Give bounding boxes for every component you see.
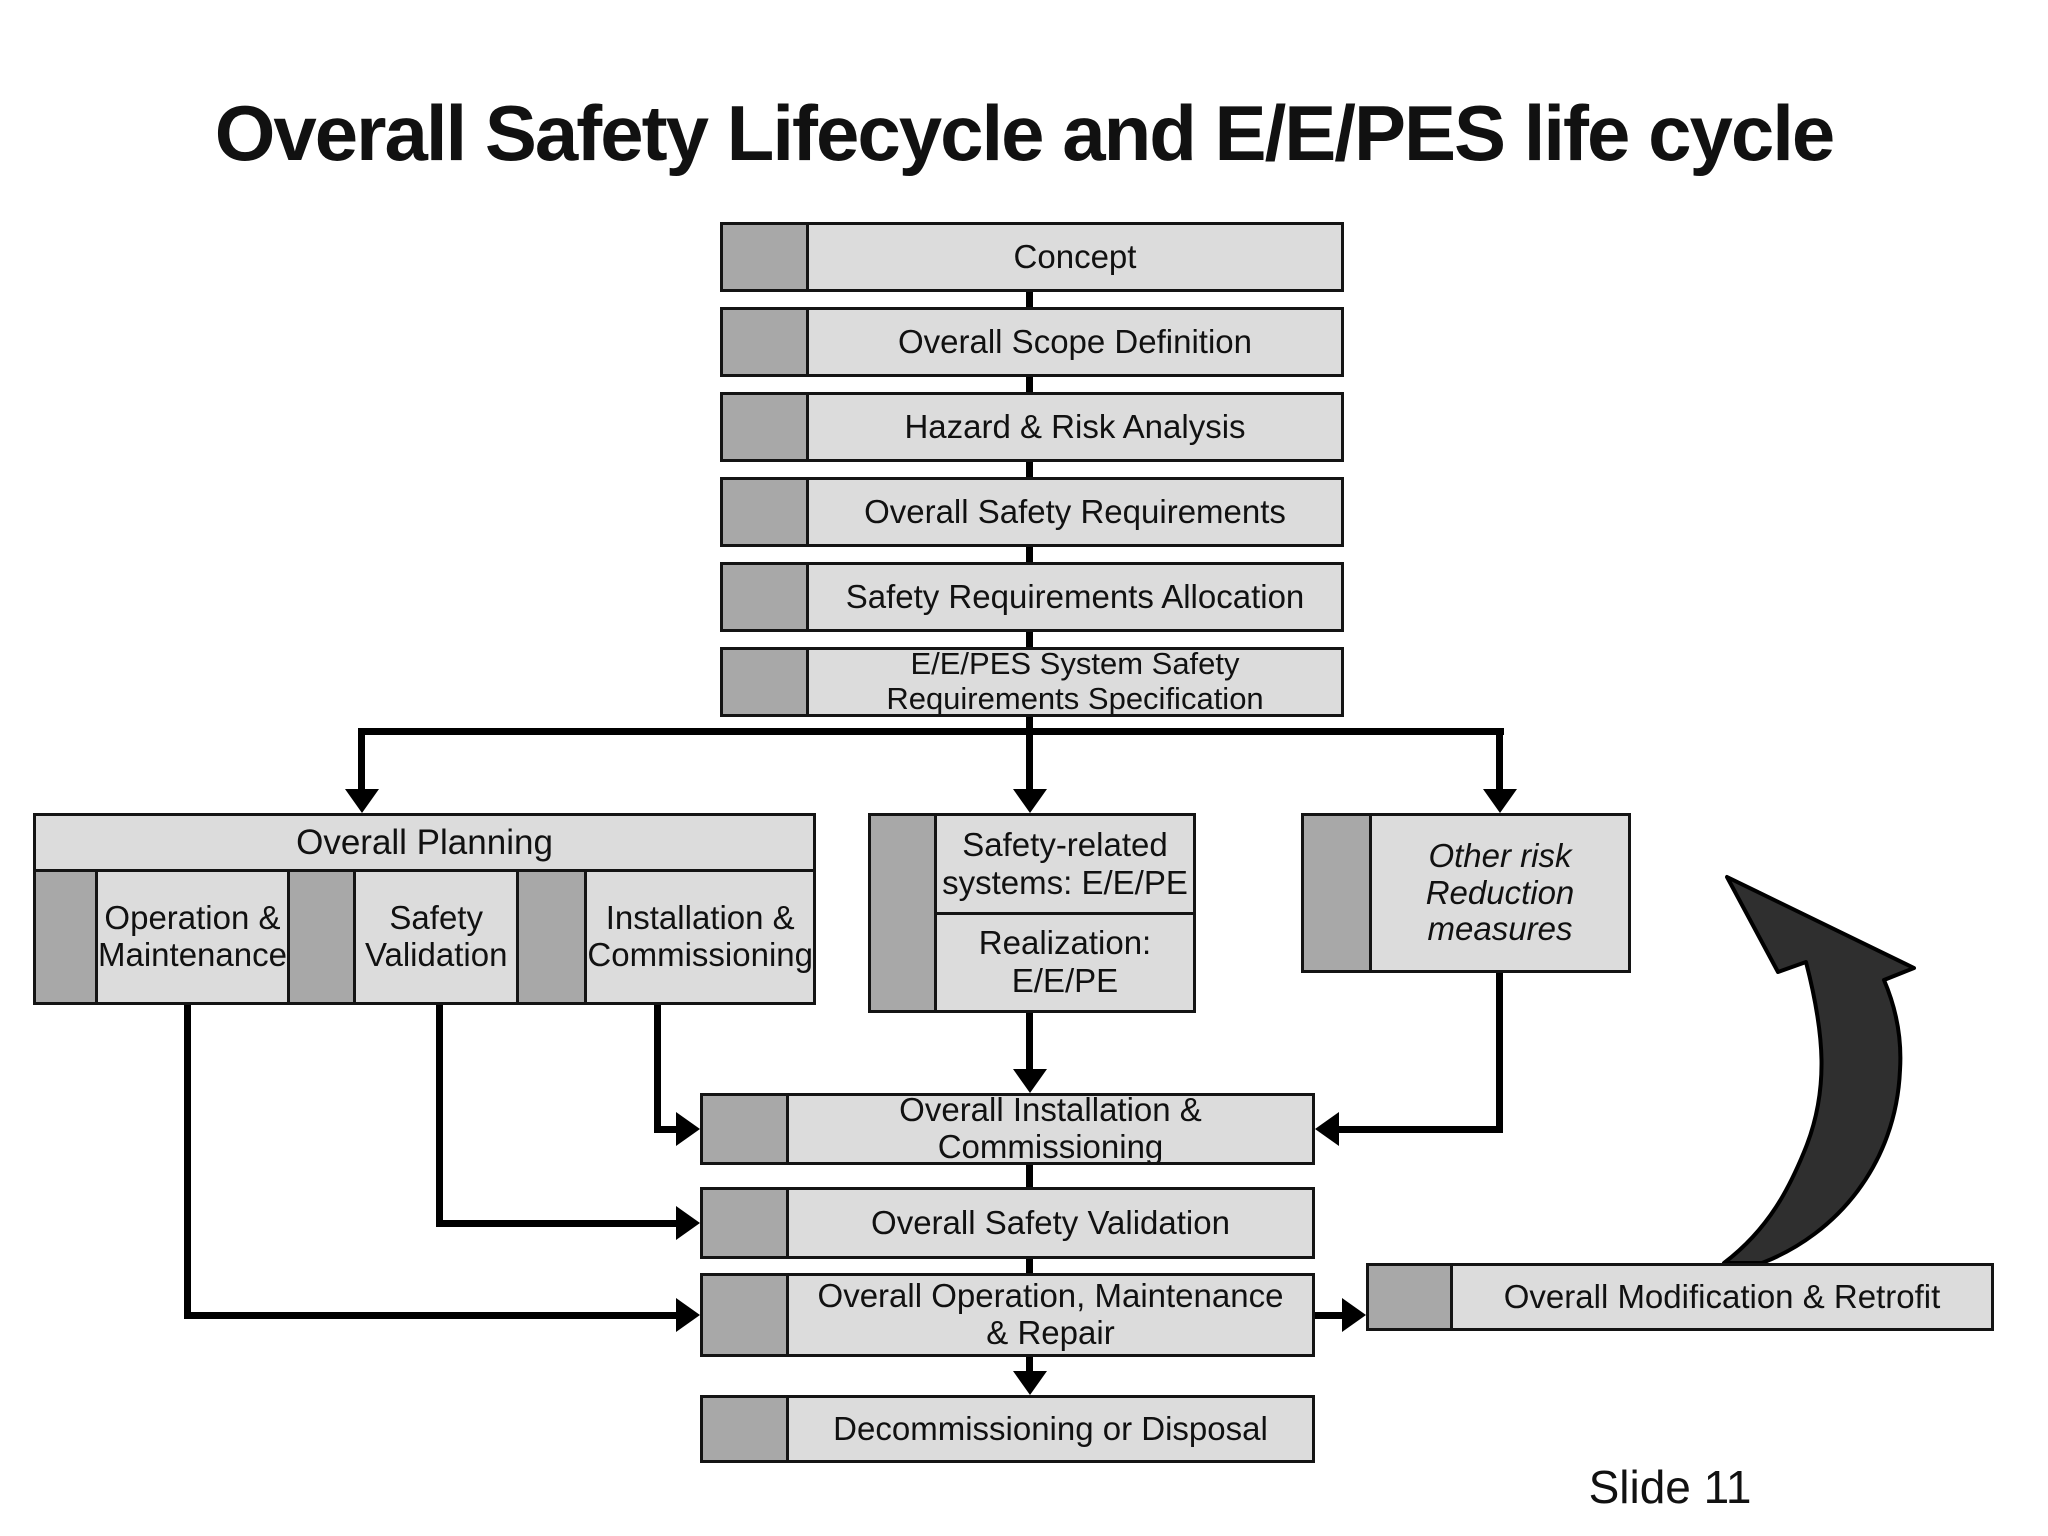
connector-line	[1026, 1357, 1033, 1373]
box-safety-requirements-allocation: Safety Requirements Allocation	[720, 562, 1344, 632]
arrowhead-right-icon	[676, 1298, 700, 1332]
box-label: Overall Scope Definition	[897, 322, 1252, 360]
safety-related-systems-label: Safety-related systems: E/E/PE	[937, 816, 1193, 915]
box-tab	[1304, 816, 1372, 970]
box-decommissioning-or-disposal: Decommissioning or Disposal	[700, 1395, 1315, 1463]
arrowhead-down-icon	[1013, 1371, 1047, 1395]
box-label: Hazard & Risk Analysis	[904, 407, 1246, 445]
box-label: Overall Safety Requirements	[864, 492, 1286, 530]
box-tab	[703, 1276, 789, 1354]
box-label: Other risk Reduction measures	[1425, 836, 1575, 948]
box-tab	[36, 872, 98, 1002]
box-label: Overall Modification & Retrofit	[1503, 1277, 1941, 1315]
box-tab	[723, 310, 809, 374]
box-label: Overall Operation, Maintenance & Repair	[817, 1277, 1284, 1351]
connector-line	[1315, 1312, 1344, 1319]
box-tab	[723, 650, 809, 714]
box-tab	[723, 395, 809, 459]
box-other-risk-reduction-measures: Other risk Reduction measures	[1301, 813, 1631, 973]
box-label: Overall Installation & Commissioning	[899, 1096, 1202, 1162]
arrowhead-right-icon	[676, 1112, 700, 1146]
connector-line	[358, 728, 365, 791]
connector-line	[1026, 1013, 1033, 1071]
box-label: Concept	[1013, 237, 1137, 275]
planning-title: Overall Planning	[36, 816, 813, 872]
connector-line	[1026, 292, 1033, 307]
planning-body: Operation & Maintenance Safety Validatio…	[36, 872, 813, 1002]
box-tab	[871, 816, 937, 1010]
connector-line	[1026, 1259, 1033, 1273]
box-overall-installation-commissioning: Overall Installation & Commissioning	[700, 1093, 1315, 1165]
box-tab	[723, 225, 809, 289]
box-label: E/E/PES System Safety Requirements Speci…	[886, 650, 1264, 714]
box-overall-modification-retrofit: Overall Modification & Retrofit	[1366, 1263, 1994, 1331]
box-overall-safety-validation: Overall Safety Validation	[700, 1187, 1315, 1259]
box-label: Safety Requirements Allocation	[845, 577, 1305, 615]
branch-line	[358, 728, 1504, 735]
box-tab	[723, 480, 809, 544]
box-overall-safety-requirements: Overall Safety Requirements	[720, 477, 1344, 547]
box-concept: Concept	[720, 222, 1344, 292]
arrowhead-down-icon	[1013, 789, 1047, 813]
connector-line	[1496, 973, 1503, 1133]
box-safety-related-systems: Safety-related systems: E/E/PE Realizati…	[868, 813, 1196, 1013]
box-overall-scope-definition: Overall Scope Definition	[720, 307, 1344, 377]
box-tab	[289, 872, 356, 1002]
planning-sub-operation-maintenance: Operation & Maintenance	[98, 872, 290, 1002]
box-label: Decommissioning or Disposal	[833, 1409, 1268, 1447]
connector-line	[1026, 462, 1033, 477]
arrowhead-down-icon	[1483, 789, 1517, 813]
connector-line	[1339, 1126, 1503, 1133]
arrowhead-left-icon	[1315, 1112, 1339, 1146]
connector-line	[1026, 632, 1033, 647]
arrowhead-down-icon	[345, 789, 379, 813]
connector-line	[1026, 377, 1033, 392]
curved-return-arrow-icon	[1722, 875, 1916, 1263]
slide-number: Slide 11	[1588, 1461, 1752, 1513]
box-tab	[703, 1190, 789, 1256]
box-tab	[519, 872, 588, 1002]
box-tab	[703, 1096, 789, 1162]
box-tab	[1369, 1266, 1453, 1328]
arrowhead-right-icon	[1342, 1298, 1366, 1332]
connector-line	[1026, 1165, 1033, 1187]
slide-title: Overall Safety Lifecycle and E/E/PES lif…	[214, 89, 1836, 177]
box-hazard-risk-analysis: Hazard & Risk Analysis	[720, 392, 1344, 462]
connector-line	[654, 1126, 678, 1133]
box-overall-operation-maintenance-repair: Overall Operation, Maintenance & Repair	[700, 1273, 1315, 1357]
connector-line	[1026, 717, 1033, 791]
connector-line	[1496, 728, 1503, 791]
realization-label: Realization: E/E/PE	[978, 924, 1152, 1000]
box-tab	[703, 1398, 789, 1460]
connector-line	[436, 1220, 678, 1227]
box-overall-planning: Overall Planning Operation & Maintenance…	[33, 813, 816, 1005]
connector-line	[654, 1005, 661, 1133]
planning-sub-safety-validation: Safety Validation	[356, 872, 520, 1002]
connector-line	[184, 1005, 191, 1319]
arrowhead-down-icon	[1013, 1069, 1047, 1093]
connector-line	[1026, 547, 1033, 562]
connector-line	[436, 1005, 443, 1227]
arrowhead-right-icon	[676, 1206, 700, 1240]
box-eepes-system-safety-requirements-specification: E/E/PES System Safety Requirements Speci…	[720, 647, 1344, 717]
box-tab	[723, 565, 809, 629]
planning-sub-installation-commissioning: Installation & Commissioning	[587, 899, 813, 973]
connector-line	[184, 1312, 678, 1319]
box-label: Overall Safety Validation	[871, 1203, 1230, 1241]
